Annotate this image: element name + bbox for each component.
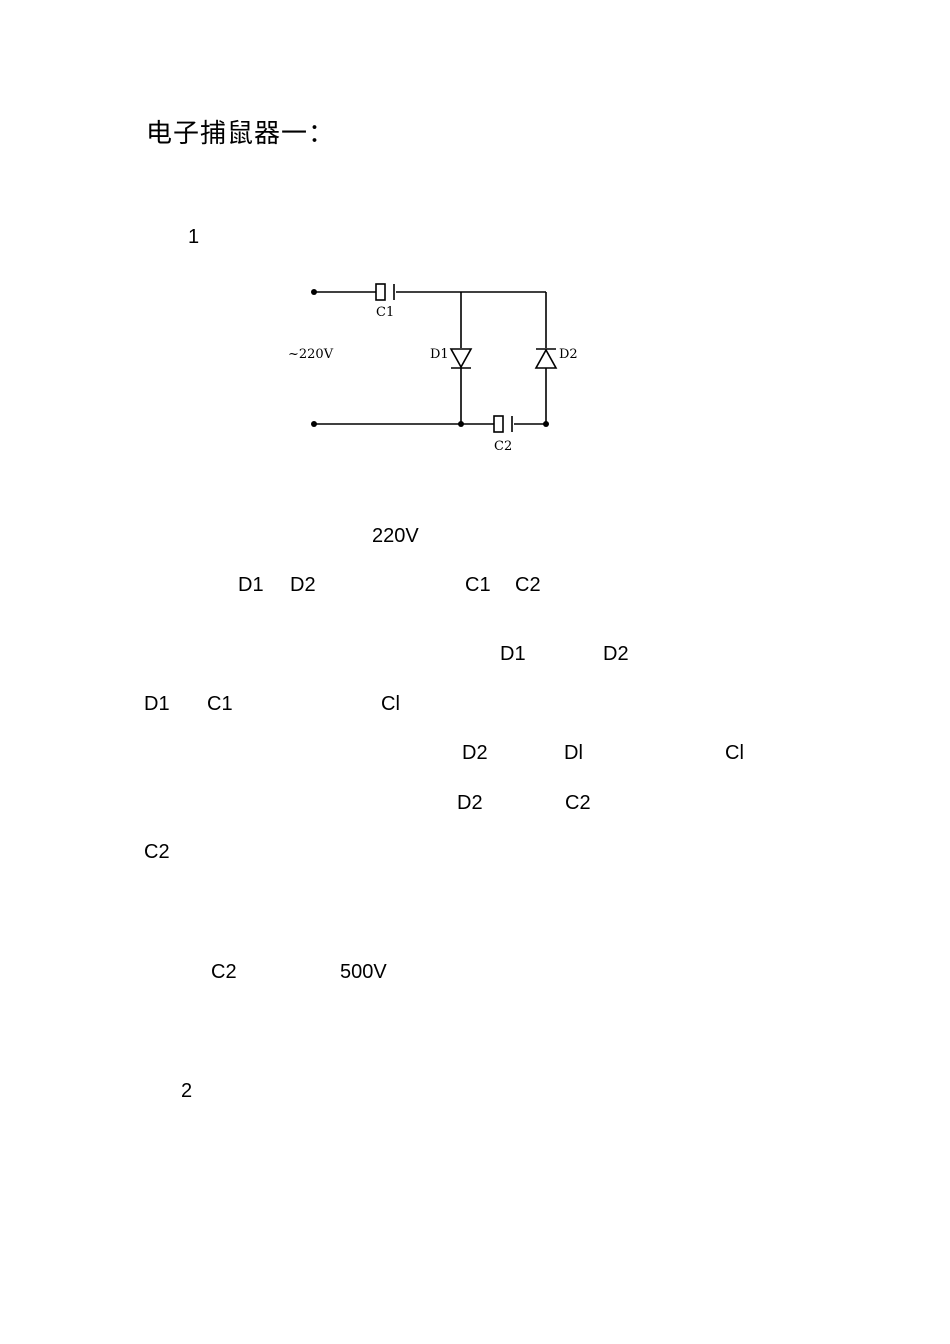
c1-label: C1 bbox=[376, 305, 394, 320]
text-c2: C2 bbox=[144, 841, 170, 863]
text-cl: Cl bbox=[725, 742, 744, 764]
text-d1: D1 bbox=[144, 693, 170, 715]
text-c2: C2 bbox=[565, 792, 591, 814]
text-c1: C1 bbox=[465, 574, 491, 596]
text-c2: C2 bbox=[515, 574, 541, 596]
junction-bottom-d2-dot bbox=[543, 421, 549, 427]
source-label: ~220V bbox=[288, 347, 334, 362]
text-d2: D2 bbox=[290, 574, 316, 596]
section-number-2: 2 bbox=[181, 1080, 193, 1102]
text-cl: Cl bbox=[381, 693, 400, 715]
text-dl: Dl bbox=[564, 742, 583, 764]
c2-capacitor-body bbox=[493, 415, 504, 433]
d2-label: D2 bbox=[559, 347, 578, 362]
text-d2: D2 bbox=[462, 742, 488, 764]
text-d1: D1 bbox=[238, 574, 264, 596]
text-220v: 220V bbox=[372, 525, 419, 547]
c2-label: C2 bbox=[494, 439, 512, 452]
d2-diode-icon bbox=[534, 348, 558, 369]
d1-diode-icon bbox=[449, 348, 473, 369]
junction-bottom-d1-dot bbox=[458, 421, 464, 427]
text-d2: D2 bbox=[457, 792, 483, 814]
text-c1: C1 bbox=[207, 693, 233, 715]
text-c2: C2 bbox=[211, 961, 237, 983]
circuit-diagram: ~220V C1 D1 D2 C2 bbox=[288, 283, 578, 452]
page-title: 电子捕鼠器一： bbox=[146, 119, 336, 149]
d1-label: D1 bbox=[430, 347, 449, 362]
terminal-bottom-dot bbox=[311, 421, 317, 427]
c1-capacitor-body bbox=[375, 283, 386, 301]
text-d2: D2 bbox=[603, 643, 629, 665]
section-number-1: 1 bbox=[188, 226, 200, 248]
text-d1: D1 bbox=[500, 643, 526, 665]
terminal-top-dot bbox=[311, 289, 317, 295]
text-500v: 500V bbox=[340, 961, 387, 983]
